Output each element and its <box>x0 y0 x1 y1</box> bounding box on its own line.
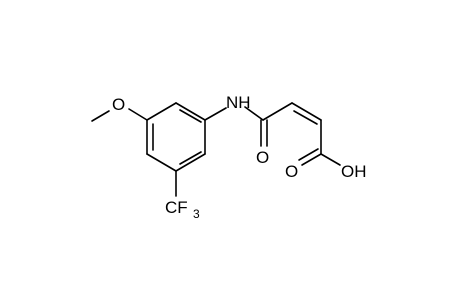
bond-c-ch <box>262 102 293 121</box>
bond-acid-co-a <box>301 153 322 166</box>
ring-bond-5 <box>146 153 177 172</box>
methoxy-oxygen-label: O <box>112 95 125 114</box>
trifluoromethyl-label: CF <box>165 198 188 217</box>
bond-acid-co-b <box>298 148 319 161</box>
bond-ring-n <box>204 107 227 121</box>
amide-nitrogen-label: NH <box>226 93 251 112</box>
ring-bond-2 <box>175 102 206 121</box>
bond-methyl-o <box>91 110 110 122</box>
bond-alkene-inner <box>293 110 318 125</box>
acid-hydroxyl-label: OH <box>341 162 367 181</box>
bond-acid-oh <box>320 153 341 166</box>
ring-bond-2-inner <box>179 109 202 123</box>
bond-n-carbonyl <box>244 106 264 121</box>
bond-o-ring <box>128 108 148 121</box>
trifluoromethyl-subscript: 3 <box>193 207 200 221</box>
ring-bond-1 <box>146 102 177 121</box>
acid-carbonyl-oxygen-label: O <box>285 162 298 181</box>
bond-alkene <box>291 102 322 121</box>
ring-bond-4-inner <box>179 151 202 165</box>
ring-bond-4 <box>175 153 206 172</box>
amide-oxygen-label: O <box>256 148 269 167</box>
